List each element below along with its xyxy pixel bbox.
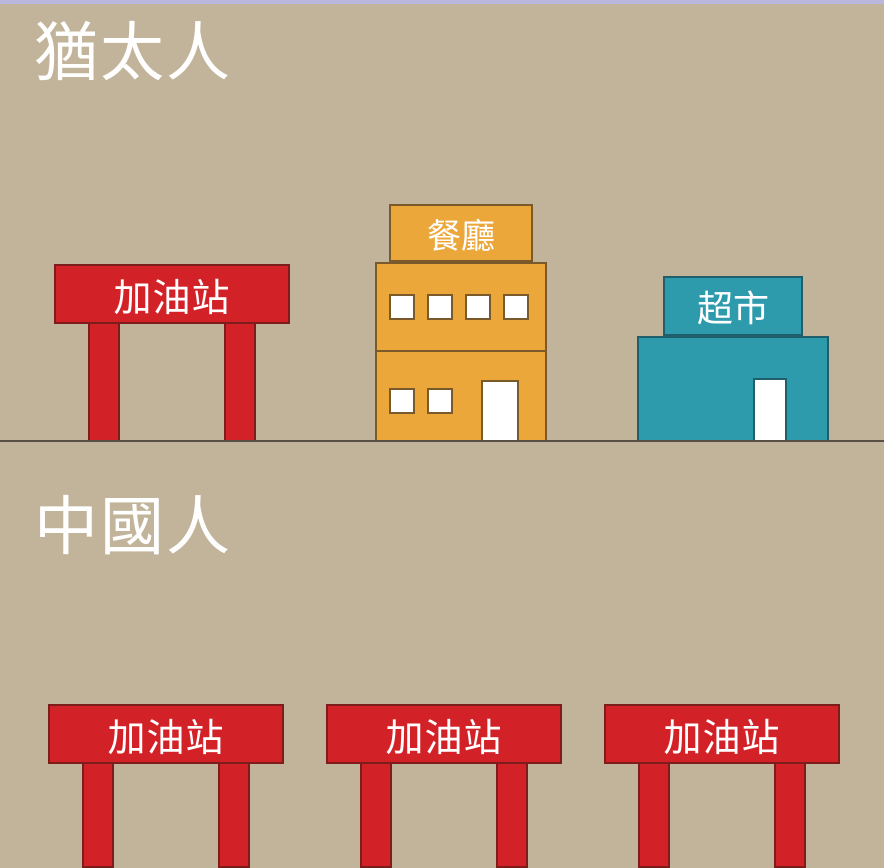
gas-station-sign: 加油站 — [604, 704, 840, 764]
gas-station-sign: 加油站 — [326, 704, 562, 764]
door-icon — [753, 378, 787, 442]
gas-station-post-right — [774, 764, 806, 868]
gas-station-post-right — [218, 764, 250, 868]
gas-station-post-left — [88, 324, 120, 442]
window-icon — [389, 294, 415, 320]
gas-station-building: 加油站 — [604, 704, 840, 868]
door-icon — [481, 380, 519, 442]
window-icon — [465, 294, 491, 320]
restaurant-sign: 餐廳 — [389, 204, 533, 262]
ground-line — [0, 440, 884, 442]
window-icon — [427, 388, 453, 414]
gas-station-post-left — [638, 764, 670, 868]
gas-station-sign: 加油站 — [54, 264, 290, 324]
supermarket-sign: 超市 — [663, 276, 803, 336]
top-border — [0, 0, 884, 4]
section-title-jewish: 猶太人 — [34, 17, 232, 91]
floor-divider — [377, 350, 545, 352]
gas-station-post-left — [82, 764, 114, 868]
gas-station-building: 加油站 — [54, 264, 290, 442]
gas-station-post-left — [360, 764, 392, 868]
supermarket-body — [637, 336, 829, 442]
gas-station-building: 加油站 — [326, 704, 562, 868]
restaurant-building: 餐廳 — [375, 204, 547, 442]
window-icon — [389, 388, 415, 414]
window-icon — [503, 294, 529, 320]
gas-station-building: 加油站 — [48, 704, 284, 868]
section-title-chinese: 中國人 — [34, 491, 232, 565]
supermarket-building: 超市 — [637, 276, 829, 442]
window-icon — [427, 294, 453, 320]
gas-station-sign: 加油站 — [48, 704, 284, 764]
restaurant-body — [375, 262, 547, 442]
gas-station-post-right — [224, 324, 256, 442]
gas-station-post-right — [496, 764, 528, 868]
